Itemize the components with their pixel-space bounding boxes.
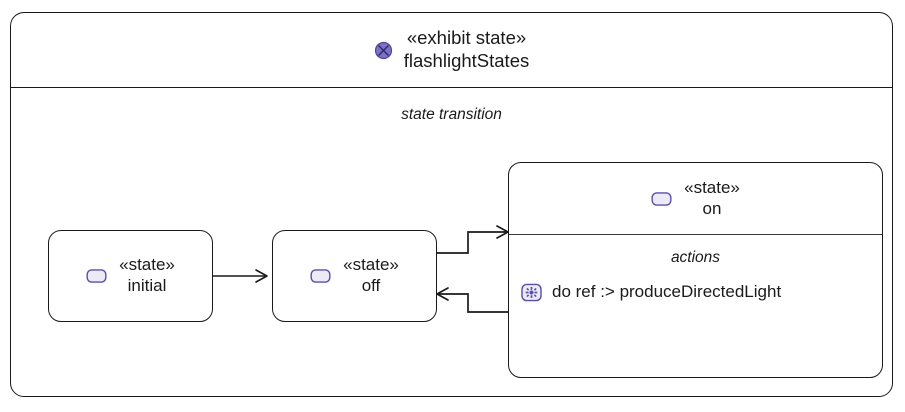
action-gear-icon bbox=[521, 283, 542, 301]
state-on-name: on bbox=[702, 198, 722, 218]
state-initial-name: initial bbox=[127, 276, 167, 295]
state-off-keyword: «state» bbox=[343, 255, 399, 275]
state-initial-label: «state» initial bbox=[119, 255, 175, 296]
action-item[interactable]: do ref :> produceDirectedLight bbox=[521, 282, 781, 302]
frame-name: flashlightStates bbox=[403, 50, 530, 71]
section-label-state-transition: state transition bbox=[401, 106, 502, 123]
state-on-compartment-divider bbox=[509, 234, 882, 235]
exhibit-state-icon bbox=[374, 41, 392, 59]
action-item-text: do ref :> produceDirectedLight bbox=[552, 282, 782, 301]
state-node-initial[interactable]: «state» initial bbox=[48, 230, 213, 322]
state-initial-header: «state» initial bbox=[49, 231, 212, 321]
frame-divider bbox=[11, 87, 892, 88]
state-on-keyword: «state» bbox=[684, 177, 740, 197]
actions-compartment-label: actions bbox=[670, 249, 721, 266]
frame-title-block: «exhibit state» flashlightStates bbox=[374, 27, 529, 72]
state-icon bbox=[86, 269, 107, 283]
state-off-header: «state» off bbox=[273, 231, 436, 321]
frame-header: «exhibit state» flashlightStates bbox=[11, 13, 892, 87]
state-off-name: off bbox=[361, 276, 381, 295]
state-on-header: «state» on bbox=[509, 163, 882, 234]
state-icon bbox=[310, 269, 331, 283]
state-icon bbox=[651, 191, 672, 206]
state-node-on[interactable]: «state» on actions bbox=[508, 162, 883, 378]
state-initial-keyword: «state» bbox=[119, 255, 175, 275]
frame-keyword: «exhibit state» bbox=[406, 27, 527, 49]
state-off-label: «state» off bbox=[343, 255, 399, 296]
state-on-label: «state» on bbox=[684, 178, 740, 219]
state-node-off[interactable]: «state» off bbox=[272, 230, 437, 322]
page-title: «exhibit state» flashlightStates bbox=[404, 27, 529, 72]
